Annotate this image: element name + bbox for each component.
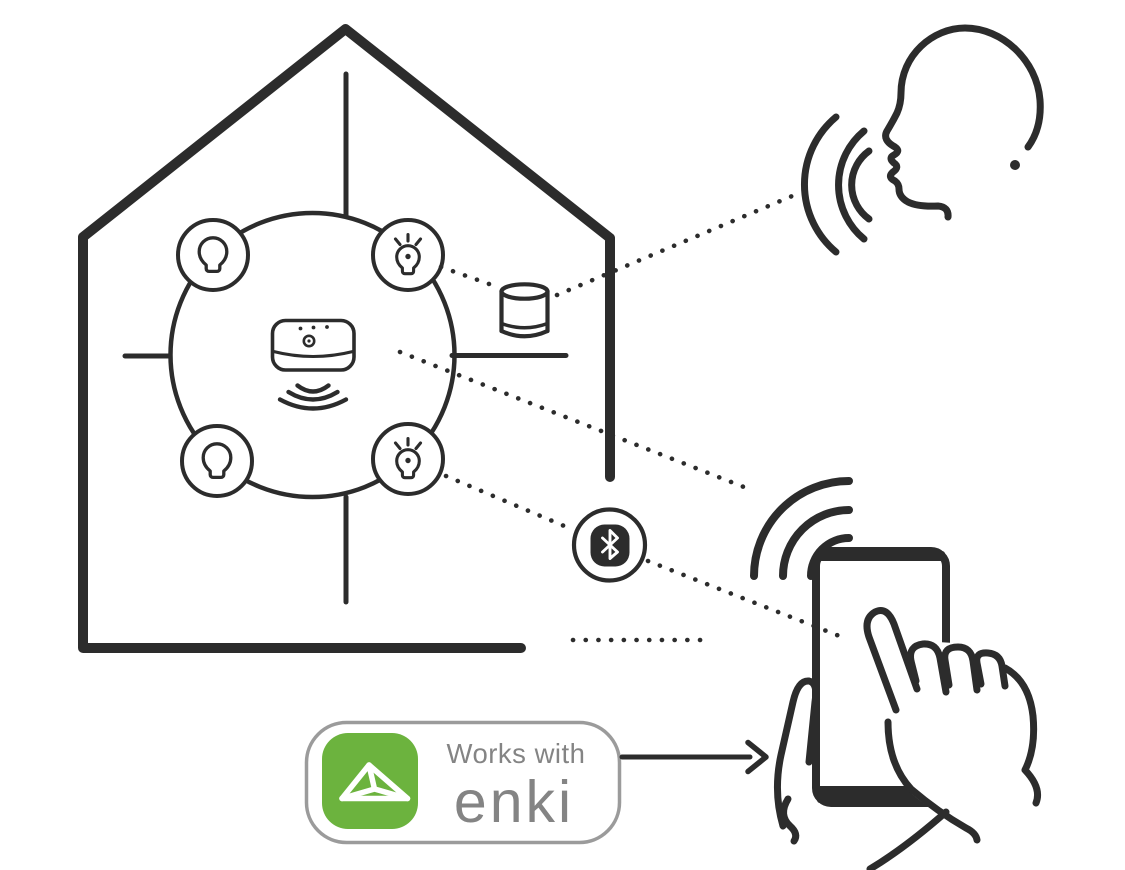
holding-hand	[773, 677, 820, 845]
hand-bottom-edge	[884, 718, 981, 844]
link-hub-to-phone	[397, 349, 752, 492]
head-profile	[882, 24, 1044, 221]
link-bulb-to-speaker	[438, 264, 495, 288]
wrist-line	[866, 808, 950, 870]
curled-finger-3	[973, 649, 1009, 690]
broadcast-waves-icon	[277, 383, 349, 411]
bluetooth-rune	[601, 529, 619, 560]
bulb-circle-top-right	[371, 218, 445, 292]
enki-pyramid-glyph	[339, 762, 411, 802]
link-bulb-to-bluetooth	[443, 473, 572, 531]
voice-waves-icon	[800, 113, 873, 256]
phone-top-bezel	[817, 551, 945, 561]
speaking-head-icon	[800, 24, 1044, 256]
left-wrist	[780, 795, 800, 845]
hand-outer-edge	[1001, 664, 1042, 807]
hub-led-2	[311, 325, 316, 330]
smart-speaker-icon	[499, 282, 550, 339]
hub-led-1	[298, 326, 303, 331]
bulb-circle-bottom-right	[371, 422, 445, 496]
hub-button	[302, 334, 316, 348]
index-finger	[863, 607, 921, 714]
curled-finger-1	[907, 640, 950, 696]
works-with-enki-badge: Works with enki	[304, 720, 769, 845]
speaker-band	[499, 321, 550, 330]
house-outline-icon	[78, 24, 615, 653]
bluetooth-icon	[571, 507, 648, 583]
dotted-connections	[397, 191, 850, 643]
smart-hub-box-icon	[270, 318, 356, 411]
arrow-right-icon	[619, 739, 769, 775]
house-walls	[78, 24, 615, 653]
hub-seam	[272, 350, 355, 358]
enki-text: enki	[454, 769, 574, 835]
hub-led-3	[325, 325, 329, 329]
curled-finger-2	[941, 643, 981, 694]
hub-button-dot	[307, 339, 311, 343]
works-with-text: Works with	[447, 738, 586, 769]
ear-dot	[1010, 160, 1020, 170]
bulb-circle-top-left	[176, 218, 250, 292]
link-speaker-to-voice	[554, 191, 800, 298]
link-bluetooth-to-phone	[645, 558, 850, 642]
pointing-hand	[863, 607, 1042, 870]
wifi-arcs-icon	[750, 477, 853, 580]
bulb-circle-bottom-left	[180, 424, 254, 498]
